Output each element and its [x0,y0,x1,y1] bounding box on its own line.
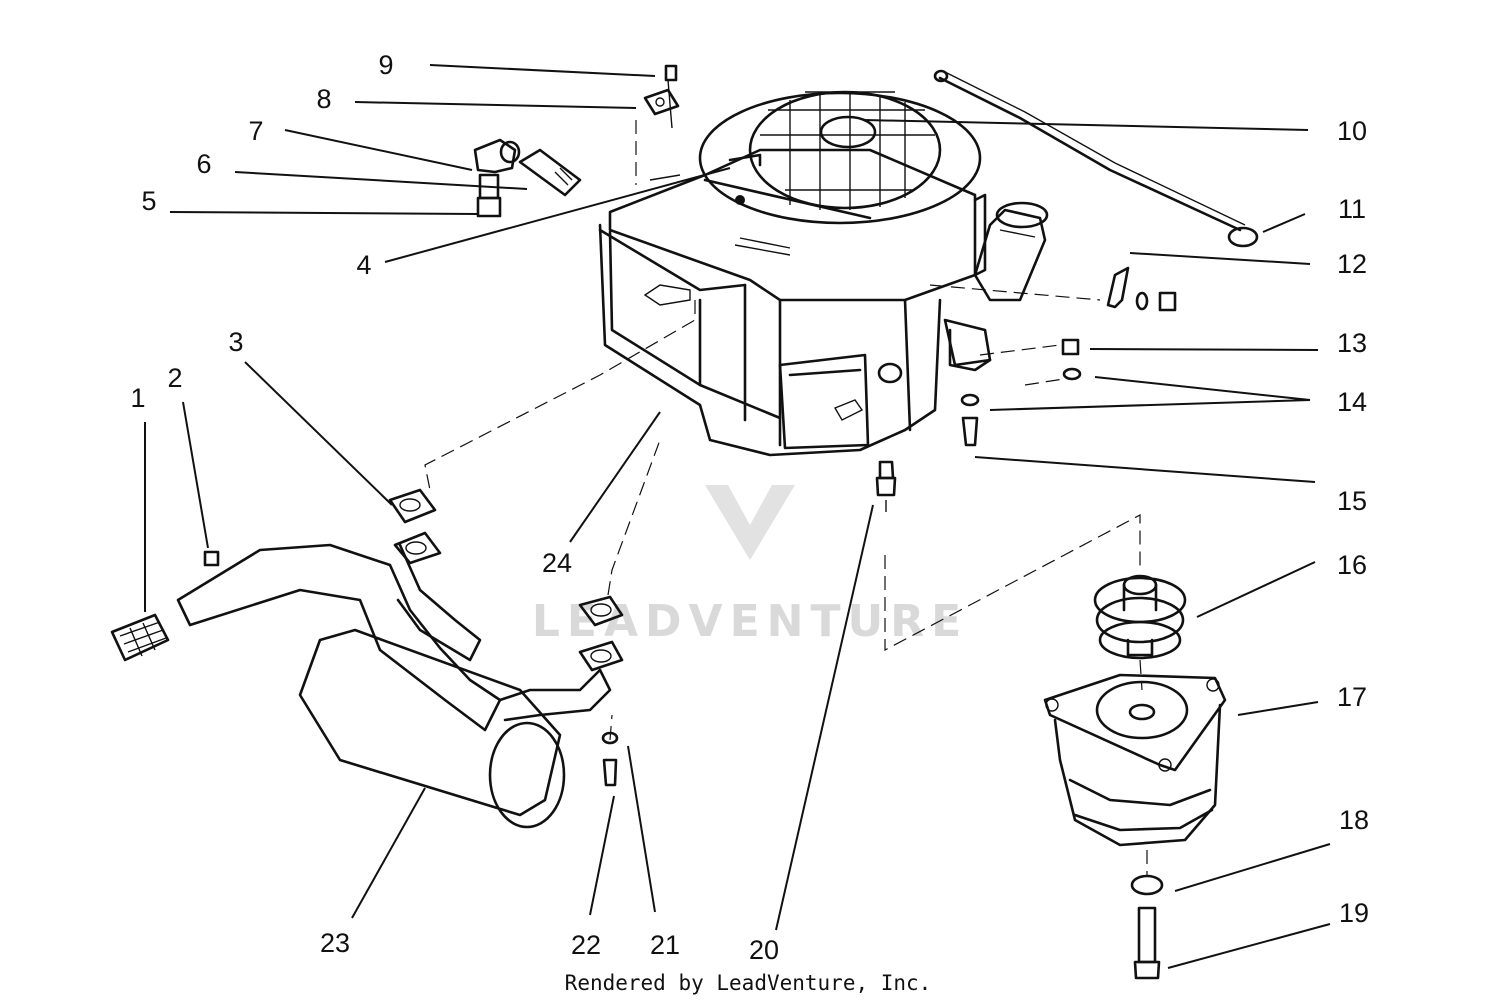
fittings [473,64,680,218]
callout-24: 24 [542,548,572,578]
callout-22: 22 [571,930,601,960]
callout-7: 7 [248,116,263,146]
callout-10: 10 [1337,116,1367,146]
callouts: 1 2 3 4 5 6 7 8 9 10 11 12 13 14 15 16 1… [130,50,1369,965]
callout-17: 17 [1337,682,1367,712]
callout-12: 12 [1337,249,1367,279]
spark-screen [110,550,220,662]
oil-filter [973,201,1049,302]
spark-plug [875,460,897,512]
housing-screw-icon [735,195,745,205]
callout-19: 19 [1339,898,1369,928]
callout-20: 20 [749,935,779,965]
callout-16: 16 [1337,550,1367,580]
callout-3: 3 [228,327,243,357]
muffler [176,488,624,829]
callout-2: 2 [167,363,182,393]
pulley [1093,574,1187,660]
watermark-text: LEADVENTURE [532,596,968,647]
footer-credit: Rendered by LeadVenture, Inc. [565,971,932,995]
clutch-bolt [1130,874,1164,980]
dipstick [933,69,1259,248]
blower-housing [649,90,982,256]
callout-15: 15 [1337,486,1367,516]
callout-6: 6 [196,149,211,179]
callout-18: 18 [1339,805,1369,835]
watermark-logo-icon [705,485,795,560]
hardware-bottom [601,731,619,787]
callout-11: 11 [1338,194,1366,224]
callout-9: 9 [378,50,393,80]
callout-23: 23 [320,928,350,958]
hardware-right [960,266,1177,447]
callout-1: 1 [130,383,145,413]
leader-lines [144,64,1331,969]
callout-14: 14 [1337,387,1367,417]
callout-4: 4 [356,250,371,280]
clutch [1043,673,1227,847]
watermark: LEADVENTURE [532,485,968,647]
callout-5: 5 [141,186,156,216]
callout-8: 8 [316,84,331,114]
callout-13: 13 [1337,328,1367,358]
assembly-lines [424,120,1148,875]
callout-21: 21 [650,930,680,960]
engine [598,148,992,457]
